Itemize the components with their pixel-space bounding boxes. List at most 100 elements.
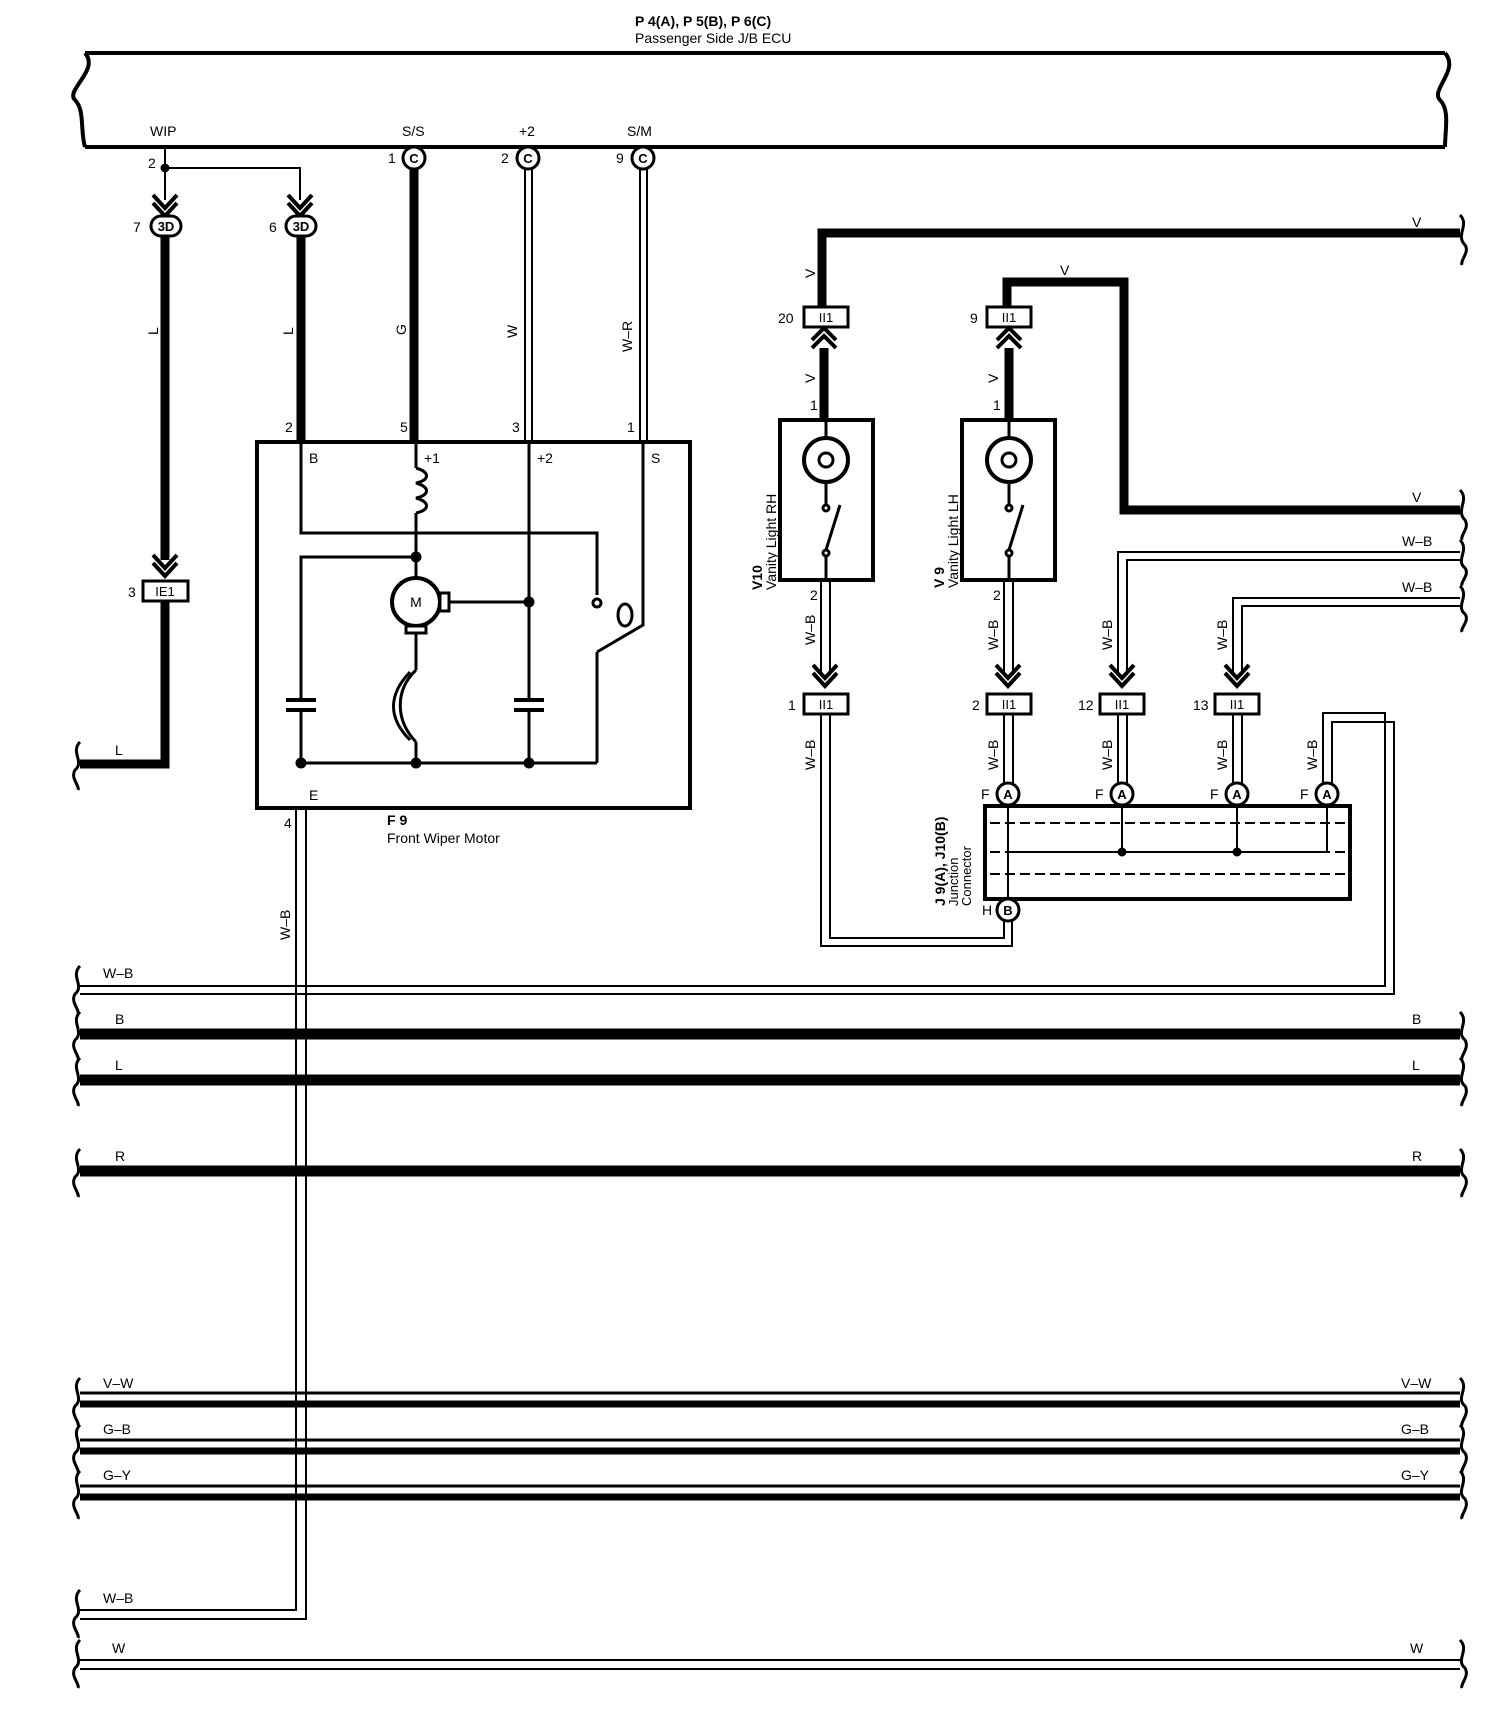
connector-ii1-9-pin: 9 bbox=[970, 310, 978, 326]
connector-ii1-2-pin: 2 bbox=[972, 697, 980, 713]
vanity-lh-pin-top: 1 bbox=[993, 397, 1001, 413]
connector-ii1-13-pin: 13 bbox=[1193, 697, 1209, 713]
bus-l bbox=[72, 1056, 1468, 1107]
wire-wr bbox=[639, 169, 648, 442]
bus-vw-left: V–W bbox=[103, 1375, 134, 1391]
svg-text:II1: II1 bbox=[1230, 697, 1244, 712]
ecu-block bbox=[71, 51, 1452, 149]
wire-l1-label: L bbox=[145, 327, 161, 335]
svg-text:IE1: IE1 bbox=[155, 584, 175, 599]
wire-v-rh-lower bbox=[810, 325, 838, 420]
connector-ii1-9: II1 bbox=[985, 305, 1033, 329]
connector-ie1: IE1 bbox=[141, 579, 190, 603]
svg-text:II1: II1 bbox=[1002, 310, 1016, 325]
svg-text:3D: 3D bbox=[293, 219, 310, 234]
svg-text:3D: 3D bbox=[158, 219, 175, 234]
bus-l-left: L bbox=[115, 1057, 123, 1073]
wire-l-left bbox=[151, 236, 179, 579]
motor-term-p2: +2 bbox=[537, 450, 553, 466]
bus-vw-right: V–W bbox=[1401, 1375, 1432, 1391]
svg-text:A: A bbox=[1117, 787, 1127, 802]
wire-wb-far-loop bbox=[80, 712, 1395, 995]
wire-wb-a-label: W–B bbox=[1402, 533, 1432, 549]
bus-r-right: R bbox=[1412, 1148, 1422, 1164]
wire-v-rh-label: V bbox=[802, 268, 818, 278]
junction-connector-block bbox=[983, 804, 1352, 901]
wires-12-13-to-jc bbox=[1117, 714, 1243, 783]
connector-c-sm: C bbox=[630, 145, 656, 171]
bus-gb bbox=[72, 1423, 1468, 1474]
junction-3d-right-pin: 6 bbox=[269, 219, 277, 235]
svg-text:II1: II1 bbox=[1002, 697, 1016, 712]
bus-wb-1-left: W–B bbox=[103, 965, 133, 981]
vanity-rh-pin-top: 1 bbox=[810, 397, 818, 413]
terminal-sm-pin: 9 bbox=[616, 150, 624, 166]
bus-w-left: W bbox=[112, 1640, 126, 1656]
wire-v-lh bbox=[1002, 277, 1468, 541]
vanity-lh-pin-bot: 2 bbox=[993, 587, 1001, 603]
wire-v-lh-label: V bbox=[1060, 262, 1070, 278]
wire-v-lh-lower bbox=[995, 325, 1023, 420]
wire-wb-13b-label: W–B bbox=[1214, 740, 1230, 770]
vanity-rh-pin-bot: 2 bbox=[810, 587, 818, 603]
motor-internal-wiring bbox=[286, 442, 645, 769]
jc-terminal-a1: A bbox=[995, 781, 1021, 807]
connector-ii1-1-pin: 1 bbox=[788, 697, 796, 713]
ecu-id: P 4(A), P 5(B), P 6(C) bbox=[635, 13, 771, 29]
connector-c-p2: C bbox=[515, 145, 541, 171]
wire-v-rh bbox=[817, 213, 1468, 310]
ecu-name: Passenger Side J/B ECU bbox=[635, 30, 791, 46]
connector-ii1-20: II1 bbox=[802, 305, 850, 329]
bus-r bbox=[72, 1147, 1468, 1198]
bus-gy-left: G–Y bbox=[103, 1467, 132, 1483]
wire-wb-far-label: W–B bbox=[1304, 740, 1320, 770]
wire-g-label: G bbox=[393, 324, 409, 335]
wire-wb-lh-to-jc bbox=[1003, 714, 1014, 783]
jc-terminal-a2: A bbox=[1109, 781, 1135, 807]
svg-text:II1: II1 bbox=[819, 310, 833, 325]
junction-3d-left: 3D bbox=[149, 214, 183, 238]
wire-wb-rh-to-jc bbox=[820, 714, 1013, 947]
wire-wb-lh bbox=[994, 580, 1022, 689]
svg-text:C: C bbox=[409, 151, 419, 166]
motor-pin-p1: 5 bbox=[400, 419, 408, 435]
bus-r-left: R bbox=[115, 1148, 125, 1164]
bus-b bbox=[72, 1010, 1468, 1061]
vanity-lh-id: V 9 bbox=[931, 567, 947, 588]
wire-wb-lh1-label: W–B bbox=[985, 620, 1001, 650]
wire-v-lh2-label: V bbox=[985, 373, 1001, 383]
bus-gb-left: G–B bbox=[103, 1421, 131, 1437]
motor-pin-e: 4 bbox=[284, 815, 292, 831]
bus-b-left: B bbox=[115, 1011, 124, 1027]
terminal-ss-pin: 1 bbox=[388, 150, 396, 166]
wire-v-rh2-label: V bbox=[802, 373, 818, 383]
motor-pin-b: 2 bbox=[285, 419, 293, 435]
svg-text:A: A bbox=[1003, 787, 1013, 802]
wire-wb-12a-label: W–B bbox=[1099, 620, 1115, 650]
bus-gy-right: G–Y bbox=[1401, 1467, 1430, 1483]
wire-l-left-bottom bbox=[72, 601, 170, 791]
arrows-12-13 bbox=[1108, 663, 1251, 689]
connector-c-ss: C bbox=[401, 145, 427, 171]
svg-text:M: M bbox=[410, 594, 422, 610]
connector-ii1-12-pin: 12 bbox=[1078, 697, 1094, 713]
bus-wb-2-left: W–B bbox=[103, 1590, 133, 1606]
motor-term-s: S bbox=[651, 450, 660, 466]
motor-pin-p2: 3 bbox=[512, 419, 520, 435]
svg-text:A: A bbox=[1232, 787, 1242, 802]
wire-l-bottom-label: L bbox=[115, 742, 123, 758]
wire-w-p2 bbox=[524, 169, 533, 442]
jc-terminal-b: B bbox=[995, 897, 1021, 923]
vanity-light-rh bbox=[778, 418, 875, 582]
connector-ii1-1: II1 bbox=[802, 692, 850, 716]
wire-v-right-label: V bbox=[1412, 489, 1422, 505]
bus-vw bbox=[72, 1376, 1468, 1427]
motor-term-p1: +1 bbox=[424, 450, 440, 466]
vanity-rh-name: Vanity Light RH bbox=[763, 494, 779, 590]
motor-pin-s: 1 bbox=[627, 419, 635, 435]
wire-wr-label: W–R bbox=[619, 321, 635, 352]
vanity-light-lh bbox=[960, 418, 1057, 582]
motor-m-symbol: M bbox=[390, 576, 451, 635]
bus-wb-1 bbox=[72, 964, 82, 1015]
bus-l-right: L bbox=[1412, 1057, 1420, 1073]
